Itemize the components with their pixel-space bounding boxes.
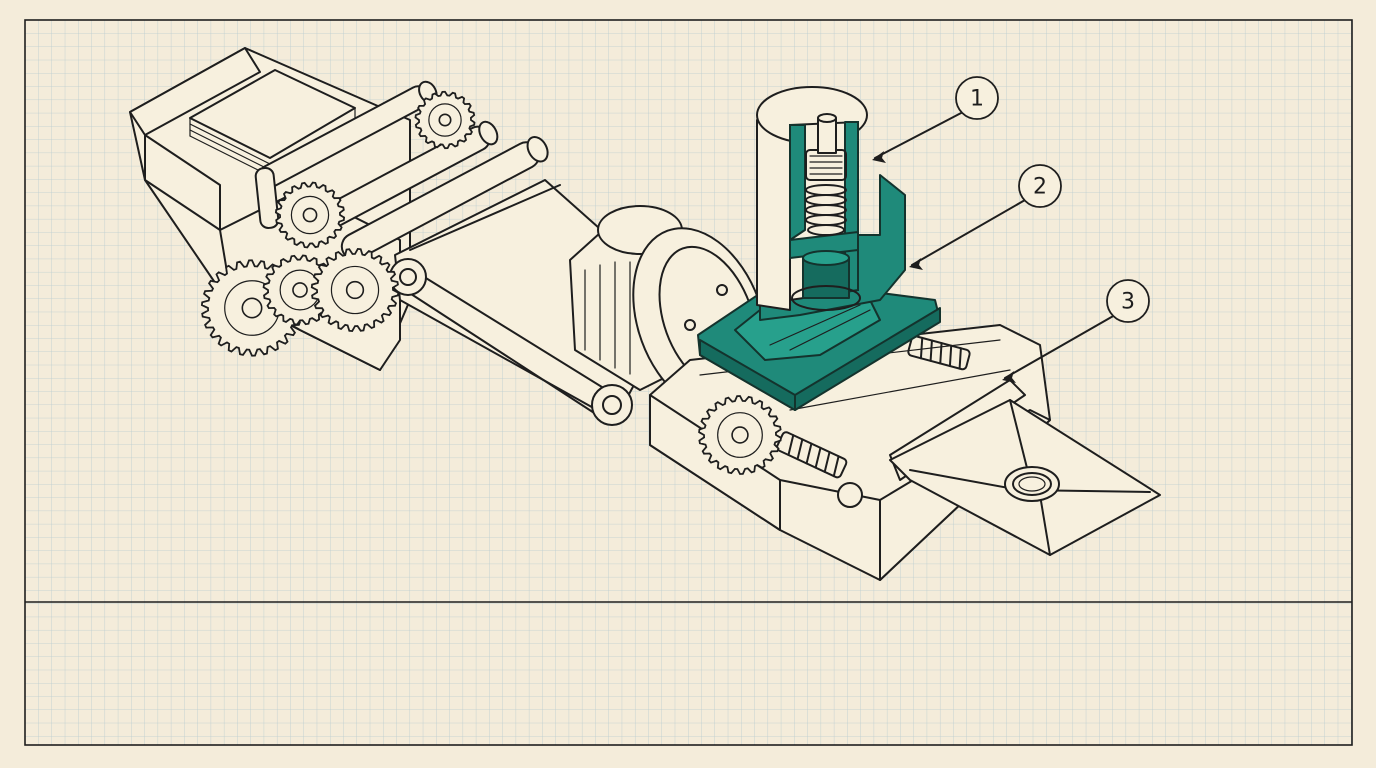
drawing-border — [24, 19, 1353, 746]
callout-3: 3 — [1002, 279, 1150, 383]
spring-icon — [776, 335, 971, 508]
gear-icon — [310, 247, 400, 333]
gear-train — [200, 90, 782, 475]
callout-1-label: 1 — [970, 87, 984, 112]
wax-seal-icon — [1004, 466, 1060, 502]
gear-icon — [274, 181, 346, 249]
stamp-head-assembly — [697, 86, 941, 411]
gear-icon — [698, 395, 782, 475]
internal-spring — [805, 149, 847, 236]
envelope-icon — [889, 399, 1161, 556]
callout-1: 1 — [872, 76, 999, 163]
callout-2: 2 — [909, 164, 1062, 270]
callout-2-label: 2 — [1033, 175, 1047, 200]
feed-rollers — [254, 80, 549, 261]
callout-3-label: 3 — [1121, 290, 1135, 315]
gear-icon — [414, 90, 476, 150]
